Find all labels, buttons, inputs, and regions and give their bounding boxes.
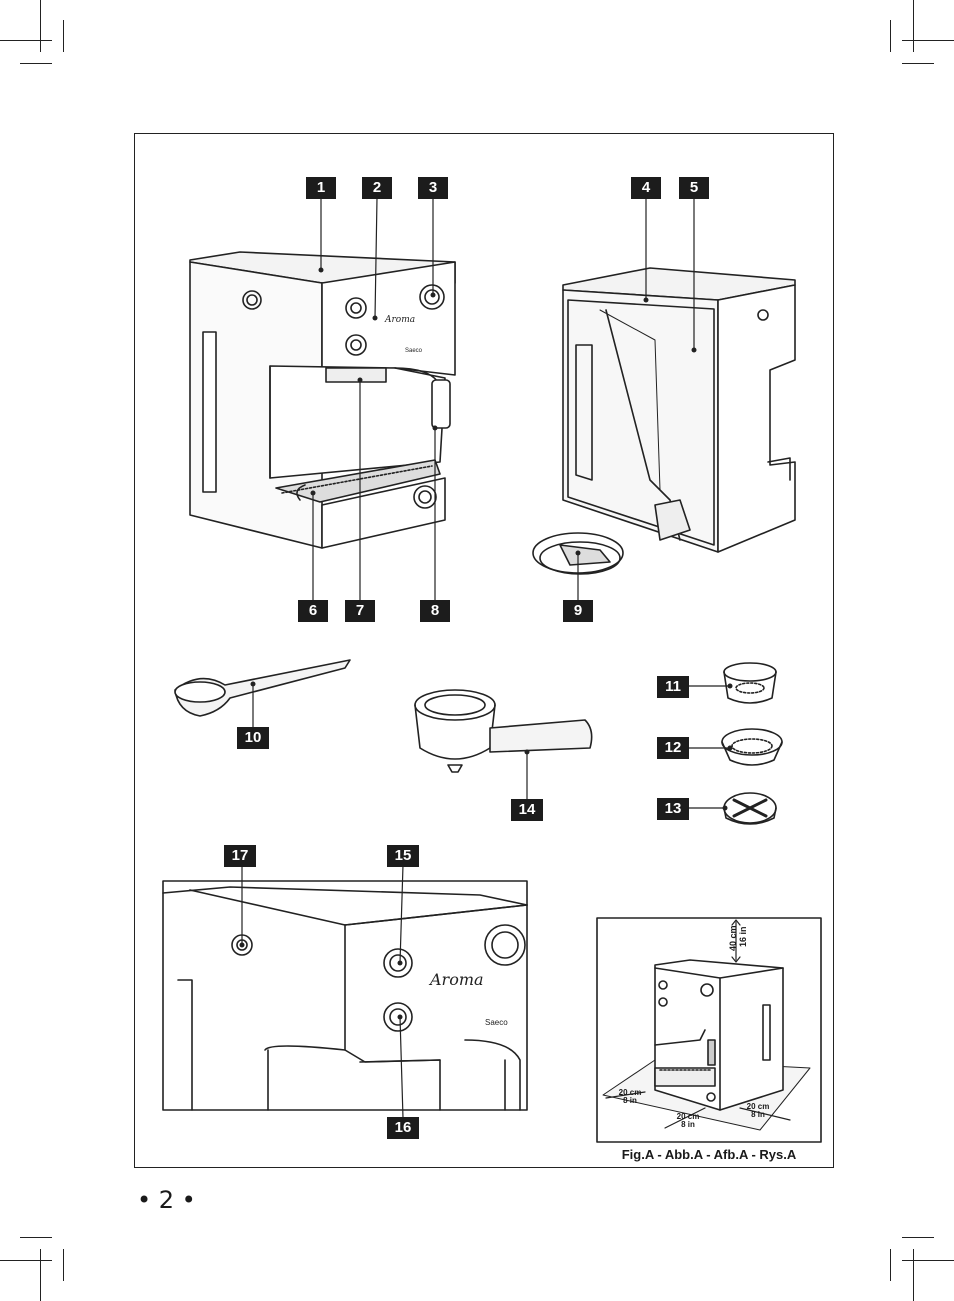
callout-13: 13 xyxy=(657,798,689,820)
callout-12: 12 xyxy=(657,737,689,759)
clearance-left-cm: 20 cm xyxy=(618,1088,642,1097)
figure-frame xyxy=(134,133,834,1168)
callout-14: 14 xyxy=(511,799,543,821)
placement-figure xyxy=(596,917,822,1143)
callout-9: 9 xyxy=(563,600,593,622)
callout-6: 6 xyxy=(298,600,328,622)
clearance-right-in: 8 in xyxy=(751,1110,765,1119)
clearance-top-cm: 40 cm xyxy=(728,925,738,951)
figure-caption: Fig.A - Abb.A - Afb.A - Rys.A xyxy=(621,1147,797,1162)
callout-10: 10 xyxy=(237,727,269,749)
page-number: • 2 • xyxy=(137,1186,196,1214)
callout-11: 11 xyxy=(657,676,689,698)
single-filter xyxy=(723,662,777,704)
callout-16: 16 xyxy=(387,1117,419,1139)
clearance-right-cm: 20 cm xyxy=(746,1102,770,1111)
measuring-spoon xyxy=(174,659,351,717)
svg-text:Aroma: Aroma xyxy=(428,970,484,989)
double-filter xyxy=(721,728,783,766)
callout-1: 1 xyxy=(306,177,336,199)
svg-text:Saeco: Saeco xyxy=(485,1018,508,1027)
machine-front-view: Aroma Saeco xyxy=(189,251,456,549)
clearance-top-in: 16 in xyxy=(738,926,748,947)
callout-15: 15 xyxy=(387,845,419,867)
machine-back-view xyxy=(532,267,796,575)
callout-2: 2 xyxy=(362,177,392,199)
control-panel-detail: Aroma Saeco xyxy=(162,880,528,1111)
svg-text:Aroma: Aroma xyxy=(384,315,415,325)
leader-lines xyxy=(241,197,731,1119)
filter-holder xyxy=(414,689,593,773)
pod-filter xyxy=(723,792,777,825)
callout-17: 17 xyxy=(224,845,256,867)
clearance-left-in: 8 in xyxy=(623,1096,637,1105)
leader-dots xyxy=(239,267,733,1020)
callout-3: 3 xyxy=(418,177,448,199)
callout-7: 7 xyxy=(345,600,375,622)
svg-text:Saeco: Saeco xyxy=(405,348,423,354)
clearance-front-in: 8 in xyxy=(681,1120,695,1129)
callout-5: 5 xyxy=(679,177,709,199)
clearance-front-cm: 20 cm xyxy=(676,1112,700,1121)
callout-8: 8 xyxy=(420,600,450,622)
callout-4: 4 xyxy=(631,177,661,199)
